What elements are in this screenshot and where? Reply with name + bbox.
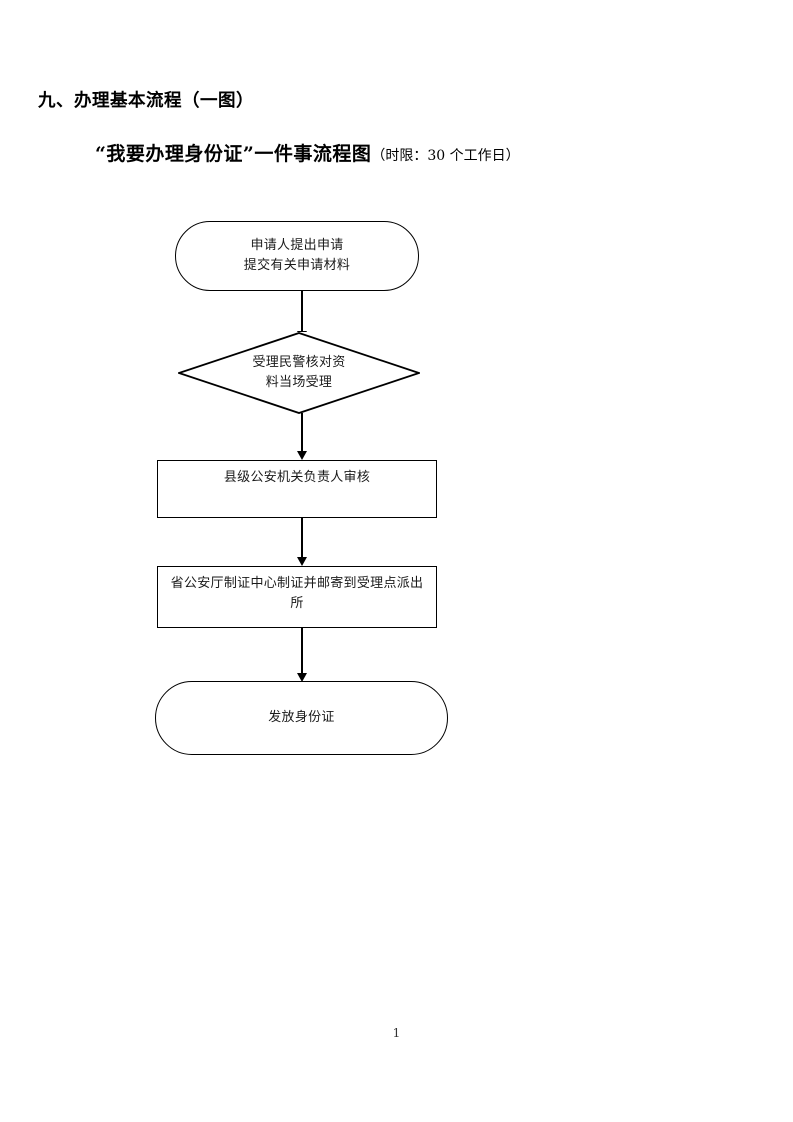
- flow-connector-3: [292, 518, 312, 566]
- flow-node-county-review: 县级公安机关负责人审核: [157, 460, 437, 518]
- flow-node-text: 发放身份证: [268, 710, 335, 725]
- page-number: 1: [392, 1026, 401, 1040]
- page-title-main: “我要办理身份证”一件事流程图: [95, 143, 372, 165]
- flow-node-text: 申请人提出申请 提交有关申请材料: [243, 238, 351, 273]
- flow-connector-2: [292, 413, 312, 460]
- flow-node-provincial-production: 省公安厅制证中心制证并邮寄到受理点派出 所: [157, 566, 437, 628]
- page-title-timelimit: （时限：30 个工作日）: [371, 148, 520, 164]
- diamond-shape-icon: [178, 332, 420, 414]
- page-title: “我要办理身份证”一件事流程图（时限：30 个工作日）: [95, 140, 520, 170]
- flow-node-officer-verifies: 受理民警核对资 料当场受理: [178, 332, 420, 414]
- flow-node-issue-id-card: 发放身份证: [155, 681, 448, 755]
- flow-node-text: 受理民警核对资 料当场受理: [252, 355, 346, 390]
- flow-node-text: 县级公安机关负责人审核: [223, 470, 371, 485]
- flow-node-applicant-submits: 申请人提出申请 提交有关申请材料: [175, 221, 419, 291]
- flow-node-text: 省公安厅制证中心制证并邮寄到受理点派出 所: [170, 576, 424, 611]
- section-heading: 九、办理基本流程（一图）: [38, 91, 254, 111]
- flow-connector-4: [292, 628, 312, 682]
